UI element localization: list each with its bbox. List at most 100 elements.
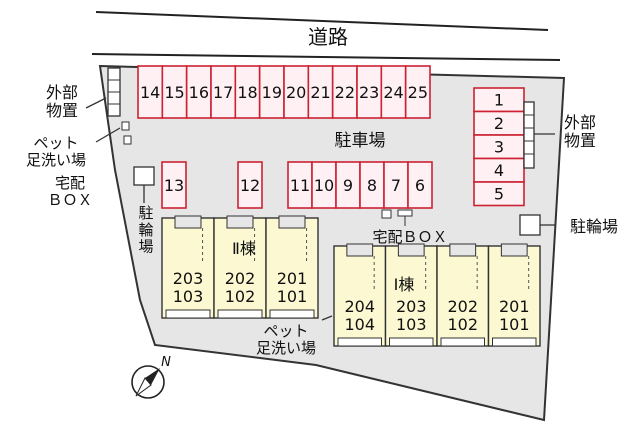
parking-space-7: 7 [383, 161, 409, 209]
parking-space-4: 4 [473, 157, 525, 183]
parking-space-21: 21 [307, 65, 334, 119]
parking-space-24: 24 [380, 65, 407, 119]
storage-left-label: 外部物置 [46, 83, 78, 120]
unit-number-upper: 201 [499, 297, 530, 316]
delivery-box-left-label: 宅配ＢＯＸ [47, 174, 92, 209]
unit-number-upper: 201 [277, 269, 308, 288]
parking-column-right: 1 2 3 4 5 [473, 87, 525, 207]
parking-space-number: 6 [415, 176, 425, 195]
pet-wash-bottom-icon [321, 315, 333, 321]
unit-number-lower: 104 [344, 315, 375, 334]
parking-space-number: 24 [383, 83, 403, 102]
compass-label: N [161, 355, 171, 370]
parking-space-number: 17 [213, 83, 233, 102]
parking-space-number: 14 [140, 83, 160, 102]
parking-space-number: 25 [408, 83, 428, 102]
parking-space-22: 22 [331, 65, 358, 119]
parking-space-23: 23 [356, 65, 383, 119]
parking-space-number: 23 [359, 83, 379, 102]
storage-right-label: 外部物置 [564, 113, 596, 150]
parking-pair-left: 13 12 [161, 161, 263, 209]
parking-space-3: 3 [473, 134, 525, 160]
road-edge-top [95, 11, 549, 31]
parking-space-number: 21 [310, 83, 330, 102]
parking-space-25: 25 [404, 65, 431, 119]
parking-space-number: 7 [391, 176, 401, 195]
parking-space-19: 19 [258, 65, 285, 119]
unit-number-lower: 101 [277, 287, 308, 306]
parking-space-number: 18 [237, 83, 257, 102]
storage-left-icon [85, 67, 121, 117]
parking-space-2: 2 [473, 110, 525, 136]
pet-wash-bottom-label: ペット足洗い場 [256, 322, 316, 357]
parking-space-5: 5 [473, 181, 525, 207]
parking-space-20: 20 [283, 65, 310, 119]
compass-icon [131, 365, 165, 399]
parking-space-number: 1 [494, 91, 504, 110]
parking-space-number: 19 [262, 83, 282, 102]
parking-space-number: 3 [494, 138, 504, 157]
unit-number-lower: 103 [396, 315, 427, 334]
unit-number-upper: 203 [396, 297, 427, 316]
unit-number-upper: 202 [447, 297, 478, 316]
unit-number-upper: 204 [344, 297, 375, 316]
building-1-label: Ⅰ棟 [394, 275, 415, 294]
parking-space-10: 10 [311, 161, 337, 209]
delivery-box-left-icon [133, 166, 155, 203]
parking-space-6: 6 [407, 161, 433, 209]
delivery-box-mid-icon [381, 209, 413, 226]
unit-number-lower: 101 [499, 315, 530, 334]
parking-space-number: 2 [494, 114, 504, 133]
parking-space-number: 5 [494, 185, 504, 204]
parking-space-18: 18 [234, 65, 261, 119]
parking-space-15: 15 [161, 65, 188, 119]
pet-wash-left-icon [95, 121, 132, 145]
parking-space-14: 14 [137, 65, 164, 119]
bike-parking-right-label: 駐輪場 [570, 217, 618, 236]
delivery-box-mid-label: 宅配ＢＯＸ [372, 228, 447, 246]
bike-parking-left-label: 駐輪場 [138, 204, 153, 256]
parking-space-8: 8 [359, 161, 385, 209]
parking-space-13: 13 [161, 161, 187, 209]
unit-number-lower: 103 [173, 287, 204, 306]
parking-space-9: 9 [335, 161, 361, 209]
parking-space-17: 17 [210, 65, 237, 119]
pet-wash-left-label: ペット足洗い場 [26, 134, 86, 169]
parking-space-number: 16 [189, 83, 209, 102]
building-2-label: Ⅱ棟 [232, 239, 256, 258]
parking-space-12: 12 [237, 161, 263, 209]
parking-space-1: 1 [473, 87, 525, 113]
unit-number-lower: 102 [447, 315, 478, 334]
parking-space-number: 9 [343, 176, 353, 195]
parking-space-number: 11 [290, 176, 310, 195]
parking-space-number: 4 [494, 161, 504, 180]
parking-space-number: 15 [164, 83, 184, 102]
road-edge-bottom [91, 53, 561, 61]
parking-space-number: 13 [164, 176, 184, 195]
parking-space-number: 12 [240, 176, 260, 195]
parking-space-11: 11 [287, 161, 313, 209]
unit-number-lower: 102 [225, 287, 256, 306]
bike-parking-right-icon [519, 214, 556, 236]
parking-title: 駐車場 [335, 131, 386, 151]
parking-space-number: 10 [314, 176, 334, 195]
parking-space-number: 22 [335, 83, 355, 102]
parking-space-16: 16 [185, 65, 212, 119]
road-label: 道路 [308, 25, 348, 49]
unit-number-upper: 202 [225, 269, 256, 288]
parking-space-number: 20 [286, 83, 306, 102]
storage-right-icon [523, 101, 555, 169]
